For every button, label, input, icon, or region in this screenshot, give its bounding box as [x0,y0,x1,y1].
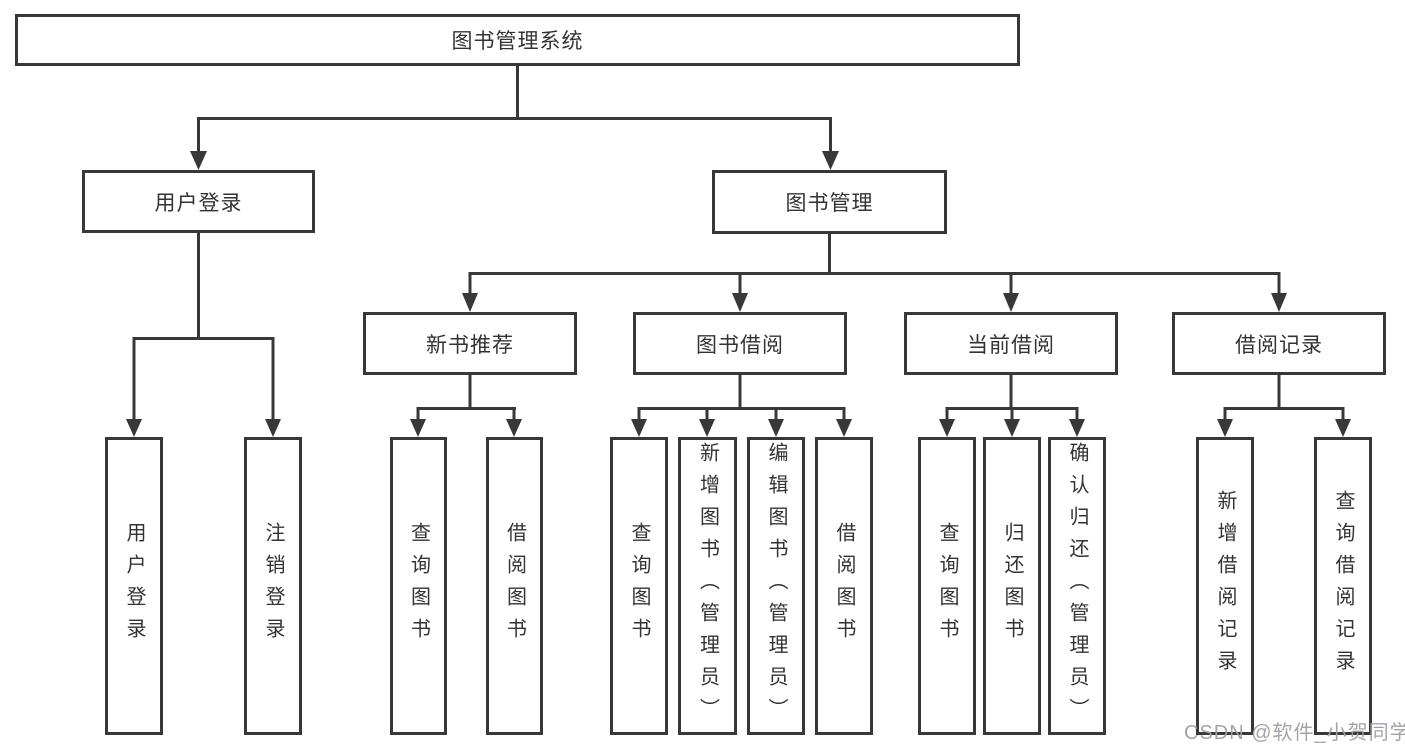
leaf-current-confirm-return-admin: 确认归还（管理员） [1048,437,1106,735]
csdn-watermark: CSDN @软件_小贺同学 [1184,722,1405,744]
leaf-borrow-add-books-admin-label: 新增图书（管理员） [696,442,719,730]
leaf-logout: 注销登录 [244,437,302,735]
node-user-login-label: 用户登录 [154,191,243,215]
leaf-records-query-record-label: 查询借阅记录 [1332,490,1354,682]
leaf-borrow-borrow-books-label: 借阅图书 [833,522,855,650]
connector-strokes [132,66,1345,421]
node-book-management: 图书管理 [712,170,947,234]
leaf-current-query-books-label: 查询图书 [936,522,958,650]
leaf-user-login: 用户登录 [105,437,163,735]
node-new-book-recommend-label: 新书推荐 [426,333,514,357]
node-book-borrow-label: 图书借阅 [696,333,784,357]
node-current-borrow-label: 当前借阅 [967,333,1055,357]
leaf-current-return-books-label: 归还图书 [1001,522,1023,650]
connector-arrowheads [126,151,1351,437]
leaf-borrow-edit-books-admin: 编辑图书（管理员） [747,437,805,735]
node-borrow-records: 借阅记录 [1172,312,1386,375]
leaf-records-add-record-label: 新增借阅记录 [1214,490,1236,682]
node-borrow-records-label: 借阅记录 [1235,333,1323,357]
leaf-user-login-label: 用户登录 [123,522,145,650]
leaf-current-query-books: 查询图书 [918,437,976,735]
node-root-label: 图书管理系统 [451,30,584,53]
leaf-newbook-query-books-label: 查询图书 [407,522,430,650]
leaf-borrow-query-books-label: 查询图书 [628,522,650,650]
leaf-borrow-edit-books-admin-label: 编辑图书（管理员） [765,442,787,730]
leaf-newbook-borrow-books: 借阅图书 [486,437,543,735]
leaf-borrow-add-books-admin: 新增图书（管理员） [678,437,737,735]
leaf-newbook-query-books: 查询图书 [390,437,447,735]
leaf-logout-label: 注销登录 [262,522,284,650]
leaf-newbook-borrow-books-label: 借阅图书 [503,522,526,650]
leaf-borrow-borrow-books: 借阅图书 [815,437,873,735]
leaf-current-return-books: 归还图书 [983,437,1041,735]
leaf-current-confirm-return-admin-label: 确认归还（管理员） [1066,442,1088,730]
leaf-borrow-query-books: 查询图书 [610,437,668,735]
node-root: 图书管理系统 [15,14,1020,66]
node-new-book-recommend: 新书推荐 [363,312,577,375]
leaf-records-query-record: 查询借阅记录 [1314,437,1372,735]
node-user-login: 用户登录 [82,170,315,233]
node-current-borrow: 当前借阅 [904,312,1118,375]
leaf-records-add-record: 新增借阅记录 [1196,437,1254,735]
node-book-borrow: 图书借阅 [633,312,847,375]
node-book-management-label: 图书管理 [785,192,874,215]
